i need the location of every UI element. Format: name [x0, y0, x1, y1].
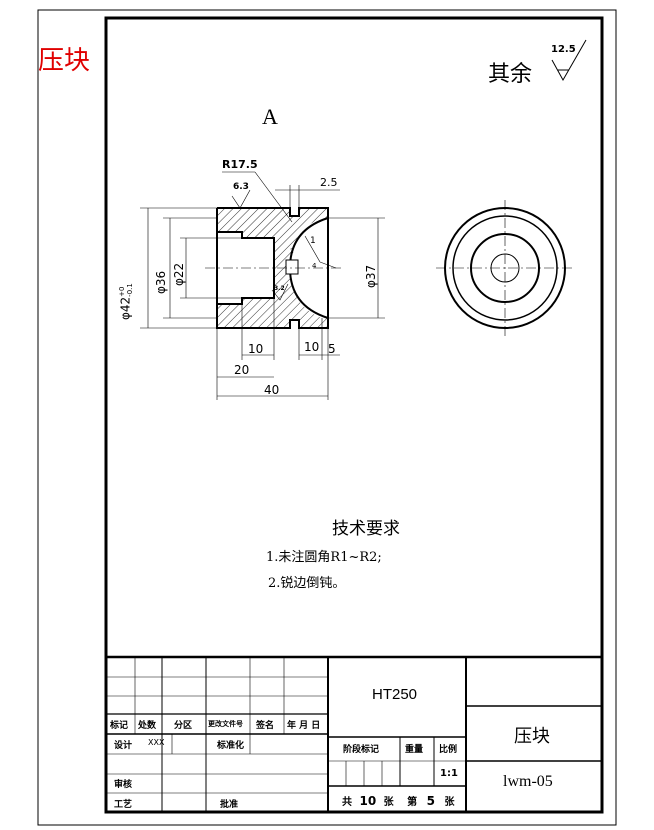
dim-40: 40 [264, 383, 280, 397]
dim-1: 1 [310, 236, 316, 246]
stage-mark-label: 阶段标记 [343, 745, 380, 755]
groove-width-dim: 2.5 [320, 176, 338, 189]
sheets-total: 10 [359, 794, 377, 808]
end-view [436, 200, 574, 336]
dim-10-right: 10 [304, 340, 320, 354]
dim-5: 5 [328, 342, 336, 356]
title-block-grid [106, 655, 602, 812]
dim-20: 20 [234, 363, 250, 377]
process-label: 工艺 [114, 800, 133, 810]
standardize-label: 标准化 [217, 741, 245, 751]
roughness-inner: 3.2 [274, 285, 285, 292]
outer-dia-dim: φ42+0-0.1 [118, 283, 134, 320]
corner-title: 压块 [38, 46, 91, 76]
header-change-doc: 更改文件号 [208, 720, 243, 728]
sheets-total-prefix: 共 [342, 797, 352, 808]
outer-dia-main: φ42 [118, 296, 133, 320]
material-label: HT250 [372, 686, 418, 703]
radius-dim: R17.5 [222, 158, 258, 171]
sheet-no-prefix: 第 [407, 797, 418, 808]
header-date: 年 月 日 [287, 721, 321, 731]
sheet-no: 5 [426, 794, 435, 808]
dia-22-dim: φ22 [172, 262, 186, 286]
dia-36-dim: φ36 [154, 270, 168, 294]
design-label: 设计 [114, 741, 133, 751]
tech-req-item-1: 1.未注圆角R1~R2; [266, 550, 382, 565]
dim-4: 4 [312, 262, 317, 270]
outer-dia-tol-upper: +0 [118, 286, 126, 297]
scale-value: 1:1 [440, 768, 458, 779]
header-count: 处数 [138, 721, 157, 731]
section-view [140, 171, 385, 400]
approve-label: 批准 [220, 800, 239, 810]
tech-req-title: 技术要求 [332, 519, 400, 539]
sheets-unit-2: 张 [444, 797, 455, 808]
header-mark: 标记 [110, 721, 129, 731]
weight-label: 重量 [405, 745, 424, 755]
drawing-number: lwm-05 [503, 773, 553, 790]
sheets-unit-1: 张 [383, 797, 394, 808]
dim-10-left: 10 [248, 342, 264, 356]
outer-border [37, 9, 617, 826]
dim-2: 2 [290, 248, 294, 255]
roughness-note: 其余 [488, 62, 533, 87]
designer-name: XXX [148, 738, 165, 747]
sheet-count: 共 10 张 第 5 张 [342, 793, 454, 808]
outer-dia-tol-lower: -0.1 [126, 283, 134, 297]
dia-37-dim: φ37 [364, 264, 378, 288]
scale-label: 比例 [439, 745, 458, 755]
roughness-symbol [551, 39, 587, 82]
drawing-frame [104, 16, 604, 814]
header-signature: 签名 [256, 721, 275, 731]
part-name: 压块 [514, 726, 550, 747]
roughness-6-3: 6.3 [233, 182, 249, 192]
view-label: A [262, 104, 278, 129]
review-label: 审核 [114, 780, 133, 790]
header-zone: 分区 [174, 721, 193, 731]
roughness-default-value: 12.5 [551, 44, 576, 55]
tech-req-item-2: 2.锐边倒钝。 [268, 576, 346, 591]
